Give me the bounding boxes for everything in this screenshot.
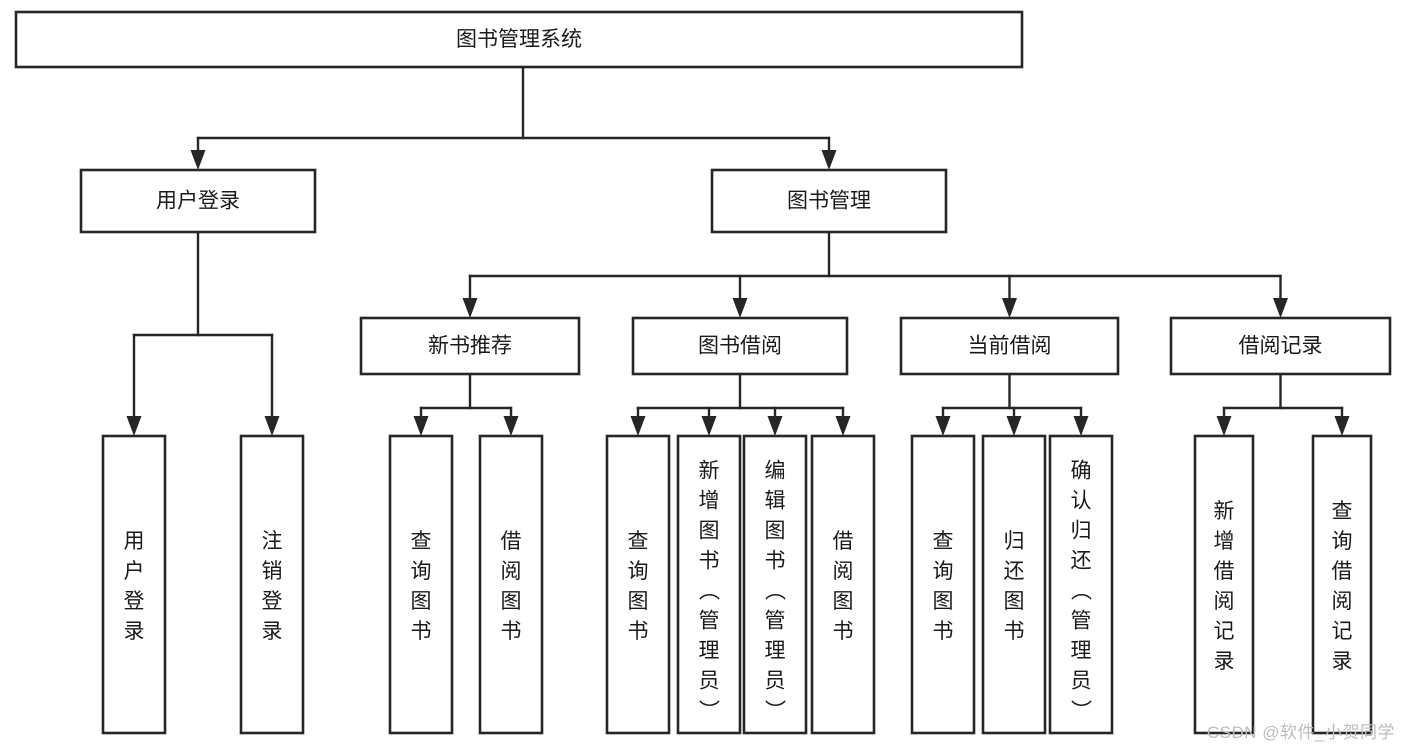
node-box[interactable] (742, 434, 808, 735)
node-box[interactable] (981, 434, 1047, 735)
node-label: 编辑图书（管理员） (765, 459, 787, 722)
node-box[interactable] (676, 434, 742, 735)
connector-lines (126, 65, 1350, 436)
node-label: 新书推荐 (428, 335, 512, 358)
node-label: 归还图书 (1004, 530, 1025, 643)
node-leaf-9[interactable]: 归还图书 (981, 434, 1047, 735)
node-label: 新增图书（管理员） (699, 459, 721, 722)
node-box[interactable] (1311, 434, 1373, 735)
node-label: 注销登录 (262, 530, 283, 643)
node-label: 借阅图书 (501, 530, 522, 643)
node-leaf-0[interactable]: 用户登录 (101, 434, 167, 735)
arrow-head (1006, 416, 1022, 436)
node-level3-3[interactable]: 借阅记录 (1169, 316, 1392, 376)
node-label: 确认归还（管理员） (1071, 459, 1093, 722)
arrow-head (190, 150, 206, 170)
node-label: 借阅记录 (1239, 335, 1323, 358)
node-level3-2[interactable]: 当前借阅 (899, 316, 1120, 376)
node-leaf-6[interactable]: 编辑图书（管理员） (742, 434, 808, 735)
node-box[interactable] (810, 434, 876, 735)
node-box[interactable] (1193, 434, 1255, 735)
node-box[interactable] (899, 316, 1120, 376)
arrow-head (126, 416, 142, 436)
node-box[interactable] (710, 168, 948, 234)
arrow-head (835, 416, 851, 436)
node-boxes: 图书管理系统用户登录图书管理新书推荐图书借阅当前借阅借阅记录用户登录注销登录查询… (14, 10, 1392, 735)
arrow-head (1334, 416, 1350, 436)
node-leaf-10[interactable]: 确认归还（管理员） (1048, 434, 1114, 735)
node-leaf-11[interactable]: 新增借阅记录 (1193, 434, 1255, 735)
arrow-head (1002, 298, 1017, 318)
node-leaf-12[interactable]: 查询借阅记录 (1311, 434, 1373, 735)
node-label: 新增借阅记录 (1214, 500, 1235, 673)
node-label: 用户登录 (124, 530, 145, 643)
arrow-head (503, 416, 519, 436)
node-box[interactable] (910, 434, 976, 735)
node-leaf-2[interactable]: 查询图书 (388, 434, 454, 735)
node-leaf-5[interactable]: 新增图书（管理员） (676, 434, 742, 735)
node-label: 当前借阅 (968, 335, 1052, 358)
arrow-head (701, 416, 717, 436)
arrow-head (1273, 298, 1288, 318)
arrow-head (413, 416, 429, 436)
node-leaf-1[interactable]: 注销登录 (239, 434, 305, 735)
node-box[interactable] (631, 316, 849, 376)
arrow-head (767, 416, 783, 436)
node-label: 借阅图书 (833, 530, 854, 643)
node-box[interactable] (79, 168, 317, 234)
node-box[interactable] (359, 316, 581, 376)
node-box[interactable] (239, 434, 305, 735)
node-level2-0[interactable]: 用户登录 (79, 168, 317, 234)
node-level3-0[interactable]: 新书推荐 (359, 316, 581, 376)
node-box[interactable] (1048, 434, 1114, 735)
arrow-head (1216, 416, 1232, 436)
arrow-head (1073, 416, 1089, 436)
node-label: 用户登录 (156, 190, 240, 213)
node-level2-1[interactable]: 图书管理 (710, 168, 948, 234)
node-label: 查询图书 (411, 530, 432, 643)
node-label: 查询图书 (628, 530, 649, 643)
node-box[interactable] (101, 434, 167, 735)
node-box[interactable] (14, 10, 1024, 69)
node-label: 图书管理系统 (456, 28, 582, 51)
node-box[interactable] (605, 434, 671, 735)
node-box[interactable] (478, 434, 544, 735)
node-leaf-3[interactable]: 借阅图书 (478, 434, 544, 735)
arrow-head (821, 150, 837, 170)
node-root[interactable]: 图书管理系统 (14, 10, 1024, 69)
arrow-head (630, 416, 646, 436)
node-box[interactable] (388, 434, 454, 735)
node-label: 查询图书 (933, 530, 954, 643)
node-leaf-7[interactable]: 借阅图书 (810, 434, 876, 735)
arrow-head (264, 416, 280, 436)
node-label: 图书管理 (787, 190, 871, 213)
node-label: 图书借阅 (698, 335, 782, 358)
node-box[interactable] (1169, 316, 1392, 376)
node-label: 查询借阅记录 (1332, 500, 1353, 673)
arrow-head (935, 416, 951, 436)
arrow-head (462, 298, 478, 318)
arrow-head (732, 298, 748, 318)
node-leaf-4[interactable]: 查询图书 (605, 434, 671, 735)
node-level3-1[interactable]: 图书借阅 (631, 316, 849, 376)
node-leaf-8[interactable]: 查询图书 (910, 434, 976, 735)
